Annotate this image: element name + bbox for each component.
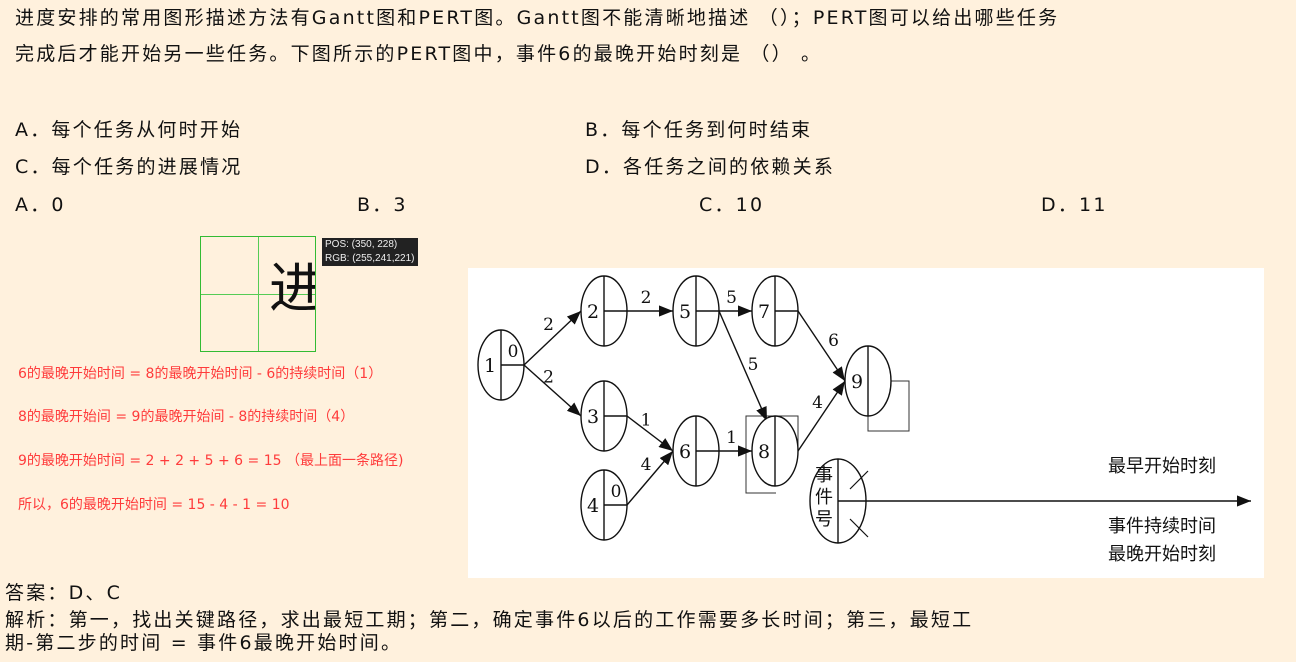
legend-event-char: 号 xyxy=(815,509,833,530)
magnifier-info: POS: (350, 228) RGB: (255,241,221) xyxy=(322,238,418,266)
node-4-label: 4 xyxy=(587,495,599,517)
edge-1-3 xyxy=(523,364,582,417)
legend-event-char: 件 xyxy=(815,487,833,508)
node-9-label: 9 xyxy=(851,371,863,393)
node-4-value: 0 xyxy=(611,482,622,502)
edge-5-8 xyxy=(718,310,768,422)
node-8-label: 8 xyxy=(758,441,770,463)
explanation-line-2: 期-第二步的时间 = 事件6最晚开始时间。 xyxy=(5,632,403,654)
edge-label-1-2: 2 xyxy=(543,315,554,335)
pert-diagram: 2 2 2 5 5 6 1 4 1 4 1 2 3 4 5 6 7 8 9 0 0 事件号 最早开始时刻事件持续时间最晚开始… xyxy=(468,268,1264,578)
edge-label-2-5: 2 xyxy=(641,288,652,308)
legend-latest: 最晚开始时刻 xyxy=(1108,544,1216,565)
option-c: C．每个任务的进展情况 xyxy=(15,156,243,178)
question-line-2: 完成后才能开始另一些任务。下图所示的PERT图中，事件6的最晚开始时刻是 （） … xyxy=(15,43,823,65)
legend-pointer-bottom xyxy=(849,518,869,538)
note-1: 6的最晚开始时间 = 8的最晚开始时间 - 6的持续时间（1） xyxy=(18,366,383,382)
edge-7-9 xyxy=(797,310,846,382)
legend-event-char: 事 xyxy=(815,465,833,486)
edge-label-6-8: 1 xyxy=(726,428,737,448)
magnifier-overlay: 进 xyxy=(200,236,316,352)
node-2-label: 2 xyxy=(587,301,599,323)
legend-pointer-top xyxy=(849,470,869,490)
edge-label-3-6: 1 xyxy=(641,411,652,431)
edge-label-4-6: 4 xyxy=(641,455,652,475)
option-b: B．每个任务到何时结束 xyxy=(585,119,813,141)
edge-label-1-3: 2 xyxy=(543,368,554,388)
option2-b: B．3 xyxy=(357,194,408,216)
legend-earliest: 最早开始时刻 xyxy=(1108,456,1216,477)
node-6-label: 6 xyxy=(679,441,691,463)
magnifier-pos: POS: (350, 228) xyxy=(325,239,398,250)
edge-8-9 xyxy=(797,380,846,452)
node-1-value: 0 xyxy=(508,342,519,362)
edge-3-6 xyxy=(626,415,674,452)
edge-label-5-7: 5 xyxy=(726,288,737,308)
edge-1-2 xyxy=(523,310,582,366)
edge-4-6 xyxy=(626,450,674,506)
option-a: A．每个任务从何时开始 xyxy=(15,119,243,141)
crosshair-vertical xyxy=(258,237,259,351)
legend-duration: 事件持续时间 xyxy=(1108,516,1216,537)
node-7-label: 7 xyxy=(758,301,770,323)
node-5-label: 5 xyxy=(679,301,691,323)
magnified-glyph: 进 xyxy=(269,259,315,319)
option-d: D．各任务之间的依赖关系 xyxy=(585,156,836,178)
edge-label-5-8: 5 xyxy=(748,355,759,375)
edge-label-8-9: 4 xyxy=(812,393,823,413)
note-4: 所以，6的最晚开始时间 = 15 - 4 - 1 = 10 xyxy=(18,497,290,513)
answer-line: 答案：D、C xyxy=(5,582,123,604)
pert-svg: 2 2 2 5 5 6 1 4 1 4 1 2 3 4 5 6 7 8 9 0 0 事件号 最早开始时刻事件持续时间最晚开始… xyxy=(477,275,1251,565)
note-3: 9的最晚开始时间 = 2 + 2 + 5 + 6 = 15 （最上面一条路径) xyxy=(18,453,404,469)
note-2: 8的最晚开始间 = 9的最晚开始间 - 8的持续时间（4） xyxy=(18,409,355,425)
edge-label-7-9: 6 xyxy=(828,331,839,351)
option2-a: A．0 xyxy=(15,194,66,216)
node-1-label: 1 xyxy=(484,355,496,377)
option2-c: C．10 xyxy=(699,194,765,216)
option2-d: D．11 xyxy=(1041,194,1108,216)
question-line-1: 进度安排的常用图形描述方法有Gantt图和PERT图。Gantt图不能清晰地描述… xyxy=(15,7,1060,29)
node-3-label: 3 xyxy=(587,406,599,428)
magnifier-rgb: RGB: (255,241,221) xyxy=(325,253,415,264)
explanation-line-1: 解析：第一，找出关键路径，求出最短工期；第二，确定事件6以后的工作需要多长时间；… xyxy=(5,609,974,631)
